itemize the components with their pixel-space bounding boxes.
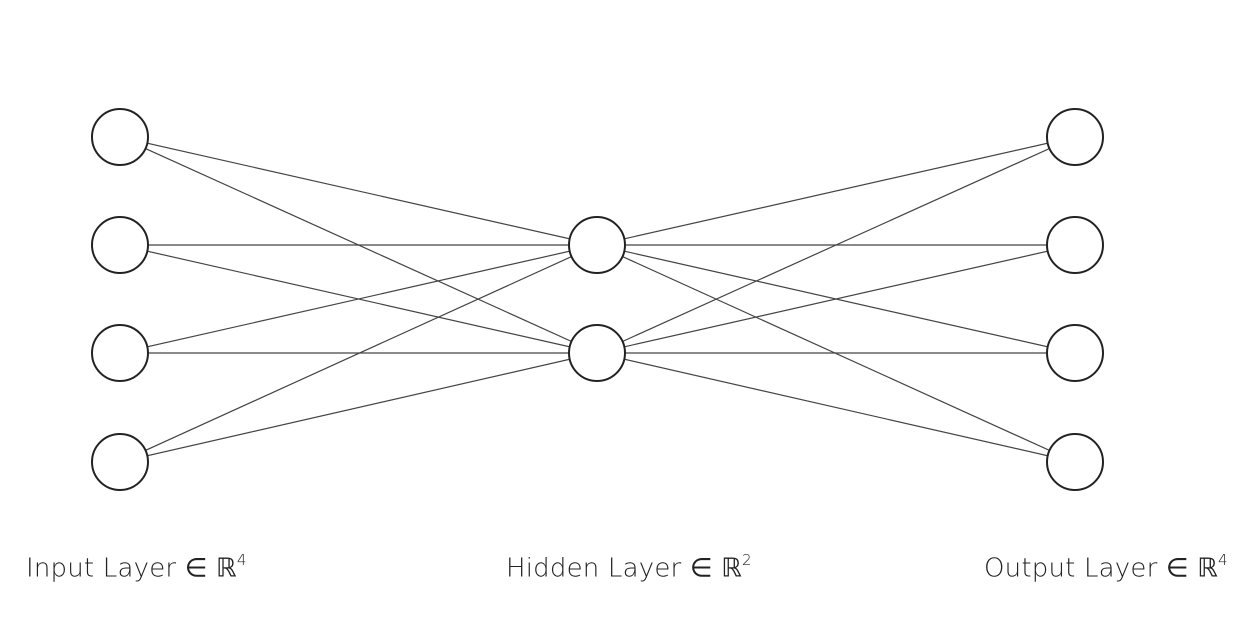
input-node-2 (91, 216, 149, 274)
edge-input-4-to-hidden-2 (119, 352, 598, 463)
edge-input-1-to-hidden-1 (119, 136, 598, 246)
input-node-3 (91, 324, 149, 382)
hidden-layer-label-text: Hidden Layer ∈ ℝ (506, 553, 742, 584)
hidden-layer-label: Hidden Layer ∈ ℝ2 (506, 551, 752, 584)
input-node-1 (91, 108, 149, 166)
edge-hidden-1-to-output-1 (596, 136, 1076, 246)
edge-hidden-2-to-output-4 (596, 352, 1076, 463)
output-layer-label-exponent: 4 (1218, 551, 1228, 569)
hidden-layer-label-exponent: 2 (741, 551, 752, 569)
output-node-1 (1046, 108, 1104, 166)
input-layer-label: Input Layer ∈ ℝ4 (26, 551, 247, 584)
connection-edges (119, 136, 1076, 463)
output-node-3 (1046, 324, 1104, 382)
output-node-2 (1046, 216, 1104, 274)
hidden-node-2 (568, 324, 626, 382)
neuron-nodes (91, 108, 1104, 491)
output-layer-label-text: Output Layer ∈ ℝ (984, 553, 1219, 584)
input-layer-label-text: Input Layer ∈ ℝ (26, 553, 237, 584)
edge-input-3-to-hidden-1 (119, 244, 598, 354)
input-layer-label-exponent: 4 (236, 551, 247, 569)
edge-hidden-2-to-output-1 (596, 136, 1076, 354)
output-node-4 (1046, 433, 1104, 491)
output-layer-label: Output Layer ∈ ℝ4 (984, 551, 1228, 584)
input-node-4 (91, 433, 149, 491)
hidden-node-1 (568, 216, 626, 274)
edge-input-4-to-hidden-1 (119, 244, 598, 463)
edge-hidden-2-to-output-2 (596, 244, 1076, 354)
